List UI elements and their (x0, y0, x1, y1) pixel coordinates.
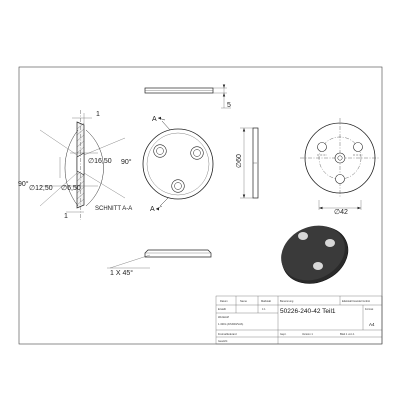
bolt-circle-view: ∅42 (300, 118, 380, 216)
dia-650-label: ∅6,50 (61, 185, 81, 192)
tb-header-scale: Maßstab (261, 299, 272, 303)
side-view: ∅60 (236, 127, 259, 199)
tb-weight-label: Gewicht (218, 339, 228, 343)
tb-company-line: Edelstahl Handel GmbH (342, 299, 370, 303)
tb-material-label: Werkstoff (218, 315, 229, 319)
tb-format-label: Format (365, 307, 373, 311)
cut-mark-bottom: A (150, 206, 155, 213)
tb-designation-label: Benennung (280, 299, 294, 303)
top-edge-view: 5 (144, 84, 231, 109)
chamfer-label: 1 X 45° (110, 269, 133, 277)
tb-drawing-number: 50226-240-42 Teil1 (280, 308, 336, 315)
dia-1650-label: ∅16,50 (88, 158, 112, 165)
tb-sheet-format: A4 (369, 322, 375, 327)
drawing-frame (18, 66, 383, 345)
tb-checked-label: Gepr. (280, 332, 287, 336)
front-view: A A (142, 116, 214, 213)
angle-left-label: 90° (18, 180, 29, 188)
bottom-edge-view: 1 X 45° (107, 249, 212, 277)
cut-mark-top: A (152, 116, 157, 123)
section-view: 1 1 90° 90° ∅16,50 ∅12,50 ∅6,50 SCHNITT … (18, 110, 132, 220)
thickness-dimension: 5 (227, 102, 231, 109)
tb-material-value: 1.4301 (AISI304/V2A) (218, 322, 243, 326)
dia-1250-label: ∅12,50 (29, 185, 53, 192)
outer-dia-label: ∅60 (236, 154, 243, 168)
tb-sheet-label: Blatt 1 von 1 (340, 332, 355, 336)
tb-tolerance-label: Freimaßtoleranz (218, 332, 238, 336)
tb-header-date: Datum (220, 299, 228, 303)
tb-revision-label: Version 1 (302, 332, 313, 336)
section-bottom-dimension: 1 (64, 213, 68, 220)
tb-created-label: Erstellt (218, 307, 226, 311)
title-block: Datum Name Maßstab Erstellt 1:1 Werkstof… (215, 295, 383, 345)
section-view-label: SCHNITT A-A (95, 206, 132, 212)
angle-right-label: 90° (121, 158, 132, 166)
tb-header-name: Name (240, 299, 247, 303)
section-top-dimension: 1 (96, 111, 100, 118)
bolt-circle-label: ∅42 (334, 209, 348, 216)
iso-view (281, 225, 349, 284)
tb-scale-value: 1:1 (262, 307, 266, 311)
